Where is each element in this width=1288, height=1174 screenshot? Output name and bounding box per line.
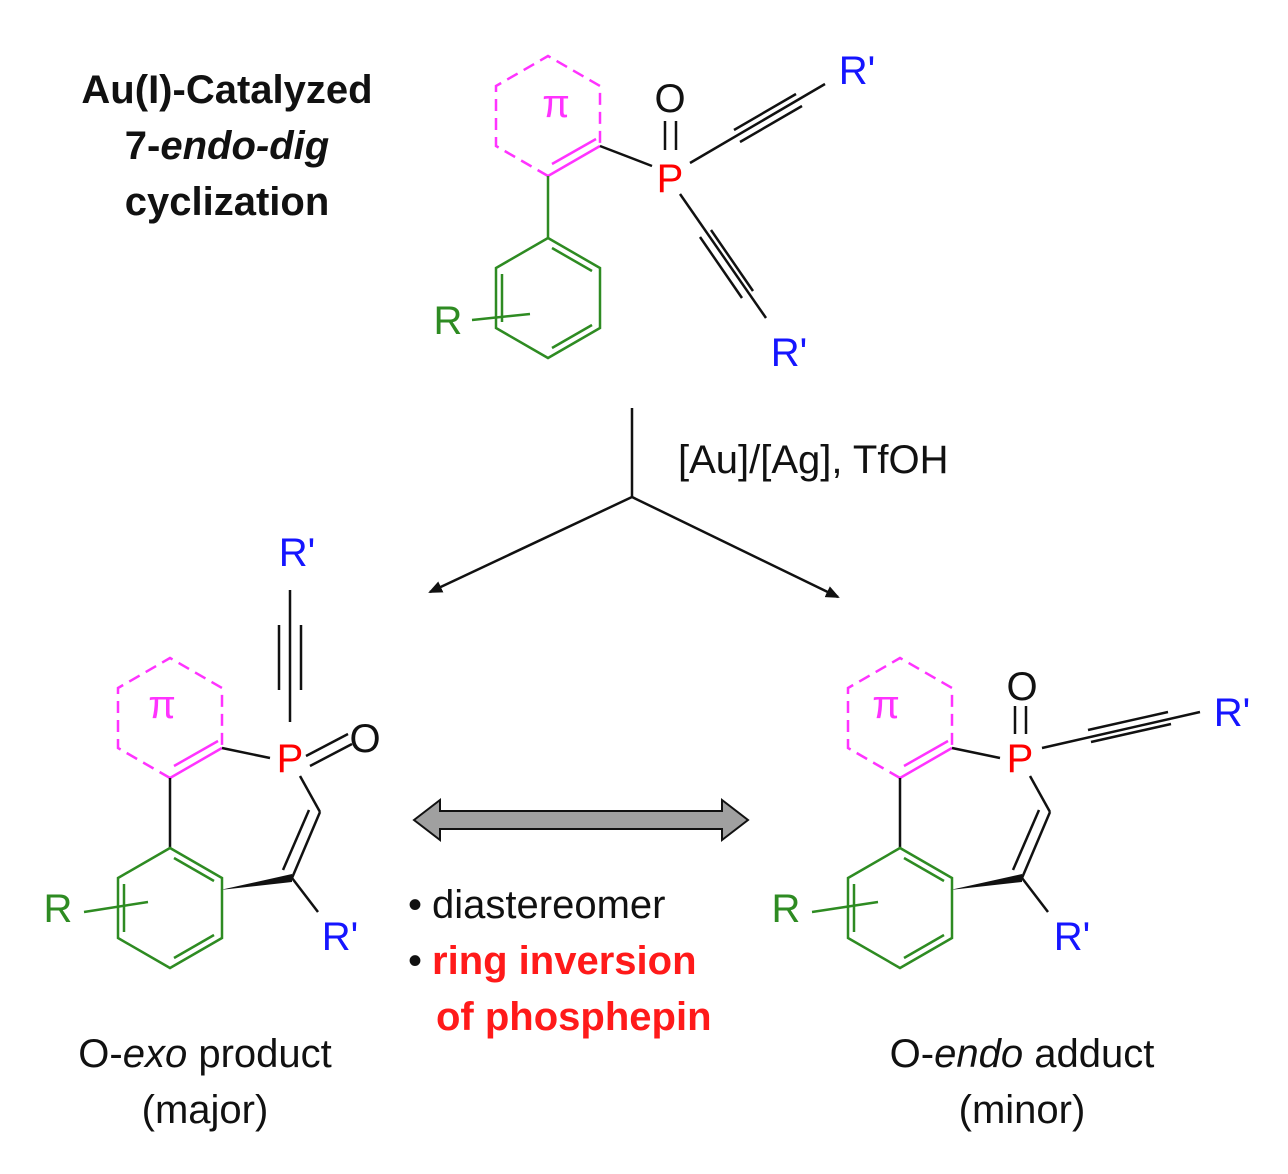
endo-adduct-tag: (minor): [959, 1088, 1086, 1132]
reaction-title: Au(I)-Catalyzed 7-endo-dig cyclization: [81, 68, 372, 224]
phosphorus-atom: P: [657, 157, 684, 201]
note-diastereomer: diastereomer: [432, 883, 665, 927]
exo-alkyne-r-prime: R': [279, 531, 316, 575]
pi-ring: [494, 54, 602, 178]
endo-aryl-r-substituent: R: [772, 887, 801, 931]
title-line-2-italic: endo-dig: [160, 124, 329, 168]
exo-pi-symbol: π: [148, 683, 176, 727]
endo-adduct-label: O-endo adduct (minor): [890, 1032, 1155, 1132]
aryl-ring: [471, 176, 602, 360]
starting-material: π R P O R' R': [434, 49, 876, 375]
reaction-conditions: [Au]/[Ag], TfOH: [678, 438, 948, 482]
exo-phosphepin-bonds: [168, 590, 353, 913]
oxo-oxygen: O: [654, 77, 685, 121]
exo-phosphorus-atom: P: [277, 737, 304, 781]
endo-phosphorus-atom: P: [1007, 737, 1034, 781]
endo-oxo-oxygen: O: [1006, 665, 1037, 709]
equilibrium-notes: •diastereomer •ring inversion of phosphe…: [408, 883, 712, 1039]
endo-phosphepin-bonds: [898, 706, 1201, 913]
exo-pi-ring: [116, 656, 224, 780]
exo-product-name: O-exo product: [78, 1032, 331, 1076]
phosphine-oxide-bonds: [599, 82, 826, 319]
exo-aryl-r-substituent: R: [44, 887, 73, 931]
pi-symbol: π: [542, 82, 570, 126]
note-of-phosphepin: of phosphepin: [436, 995, 712, 1039]
endo-alkyne-r-prime: R': [1214, 691, 1251, 735]
endo-pi-symbol: π: [872, 683, 900, 727]
endo-adduct-name: O-endo adduct: [890, 1032, 1155, 1076]
exo-vinyl-r-prime: R': [322, 915, 359, 959]
exo-oxo-oxygen: O: [349, 717, 380, 761]
note-item-1: •diastereomer: [408, 883, 665, 927]
endo-italic: endo: [934, 1032, 1023, 1076]
equilibrium-double-arrow: [412, 797, 750, 843]
reaction-arrow: [428, 408, 840, 599]
alkyne-r-prime-lower: R': [771, 331, 808, 375]
endo-aryl-ring: [811, 846, 954, 970]
note-bullet-2: •: [408, 939, 422, 983]
exo-product-label: O-exo product (major): [78, 1032, 331, 1132]
title-line-2: 7-endo-dig: [125, 124, 329, 168]
arrow-to-endo-adduct: [631, 495, 840, 599]
o-endo-adduct-structure: π R P O R' R': [772, 656, 1251, 970]
exo-product-tag: (major): [142, 1088, 269, 1132]
alkyne-r-prime-upper: R': [839, 49, 876, 93]
o-exo-product-structure: π R P O R' R': [44, 531, 381, 970]
note-item-2: •ring inversion: [408, 939, 697, 983]
arrow-to-exo-product: [428, 495, 633, 594]
exo-aryl-ring: [83, 846, 224, 970]
title-line-1: Au(I)-Catalyzed: [81, 68, 372, 112]
aryl-r-substituent: R: [434, 299, 463, 343]
note-bullet-1: •: [408, 883, 422, 927]
endo-pi-ring: [846, 656, 954, 780]
title-line-2-prefix: 7-: [125, 124, 161, 168]
note-ring-inversion: ring inversion: [432, 939, 697, 983]
title-line-3: cyclization: [125, 180, 330, 224]
exo-italic: exo: [123, 1032, 188, 1076]
endo-vinyl-r-prime: R': [1054, 915, 1091, 959]
